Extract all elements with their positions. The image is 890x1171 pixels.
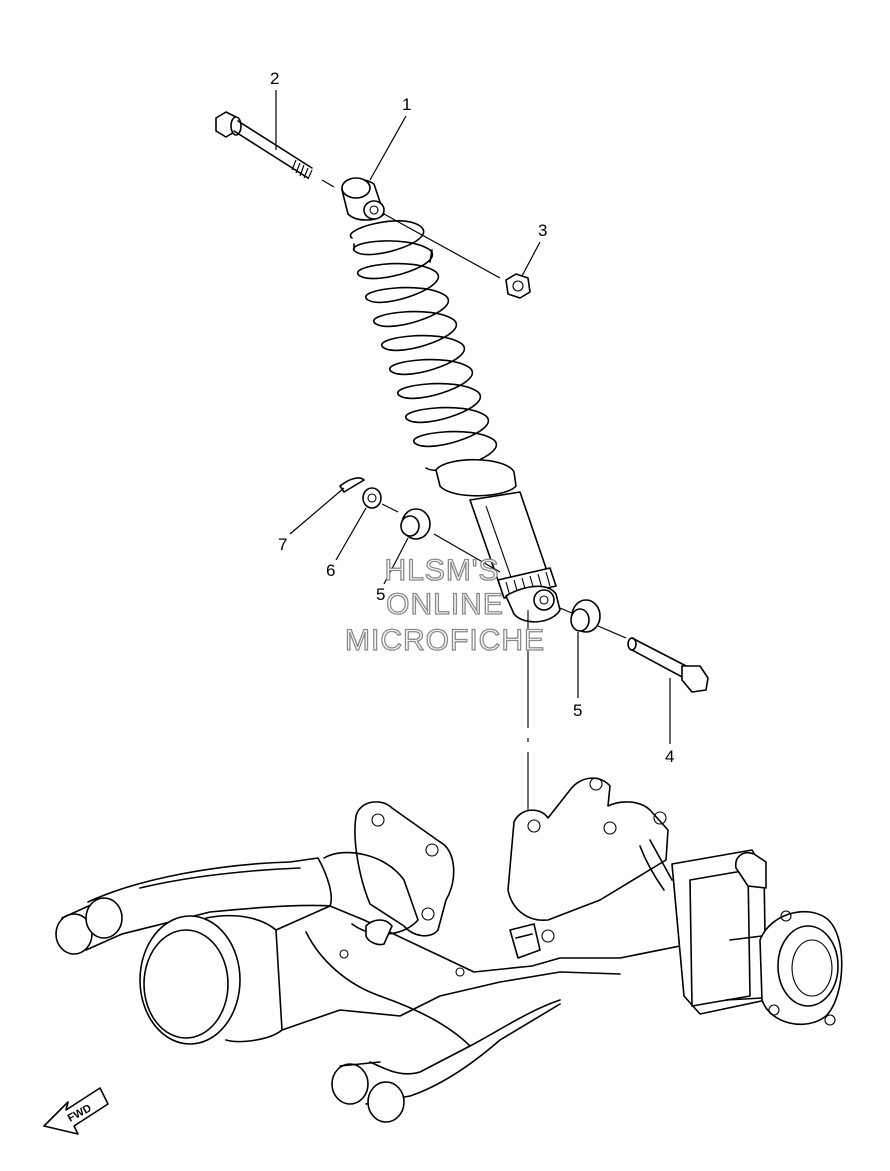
cotter-pin-part-7[interactable] bbox=[339, 477, 365, 493]
callout-5-right[interactable]: 5 bbox=[573, 701, 582, 720]
callout-7[interactable]: 7 bbox=[278, 535, 287, 554]
fwd-arrow: FWD bbox=[43, 1087, 109, 1135]
nut-part-3[interactable] bbox=[383, 213, 531, 299]
watermark: HLSM'S ONLINE MICROFICHE bbox=[344, 553, 545, 657]
collar-part-5-right[interactable] bbox=[559, 599, 601, 633]
shock-absorber-part-1[interactable] bbox=[341, 177, 561, 623]
watermark-line-1: HLSM'S bbox=[384, 554, 499, 587]
callout-5-left[interactable]: 5 bbox=[376, 585, 385, 604]
callout-2[interactable]: 2 bbox=[270, 69, 279, 88]
washer-part-6[interactable] bbox=[362, 487, 382, 509]
bolt-part-2[interactable] bbox=[215, 111, 335, 188]
watermark-line-3: MICROFICHE bbox=[345, 624, 545, 657]
callout-4[interactable]: 4 bbox=[665, 747, 674, 766]
callout-1[interactable]: 1 bbox=[402, 95, 411, 114]
callout-labels: 1 2 3 4 5 5 6 7 bbox=[270, 69, 674, 766]
collar-part-5-left[interactable] bbox=[400, 508, 431, 540]
pin-part-4[interactable] bbox=[627, 637, 709, 693]
callout-3[interactable]: 3 bbox=[538, 221, 547, 240]
callout-6[interactable]: 6 bbox=[326, 561, 335, 580]
watermark-line-2: ONLINE bbox=[386, 588, 504, 621]
swingarm bbox=[55, 777, 843, 1123]
